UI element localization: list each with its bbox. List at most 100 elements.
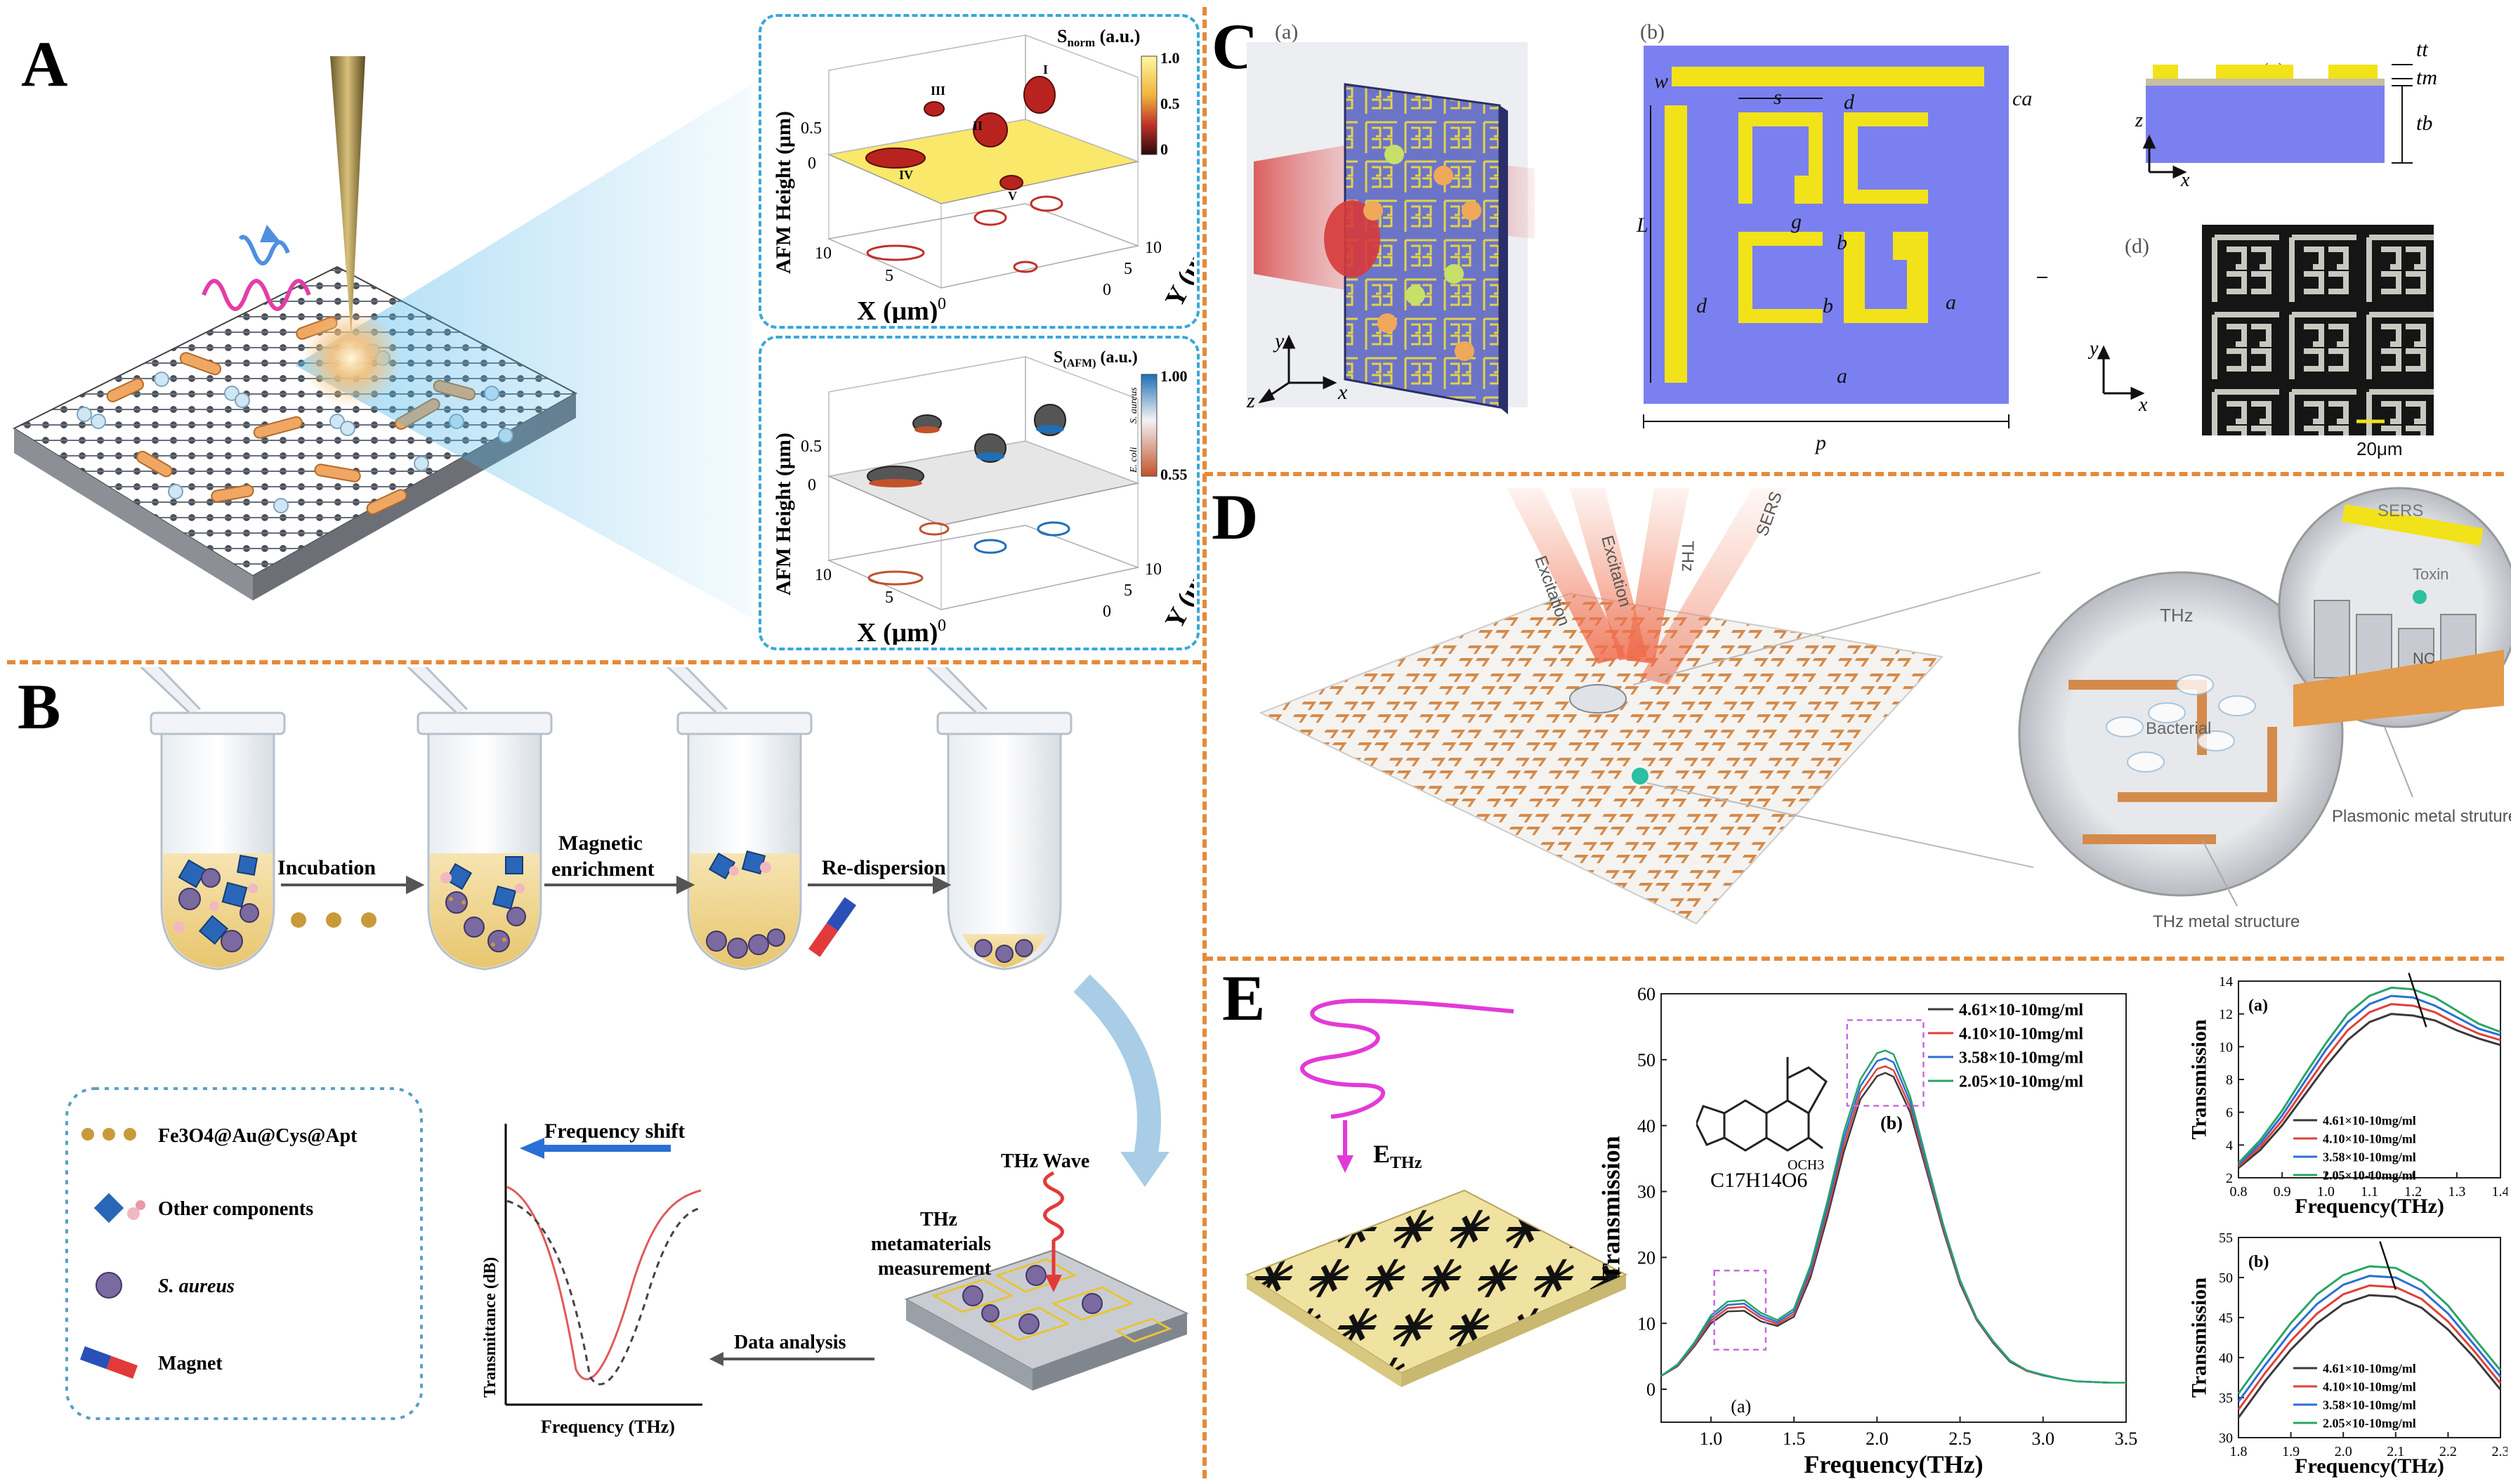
c-dim-g: g [1791,210,1802,233]
panel-label-e: E [1222,962,1266,1034]
E-main-ylabel: Transmission [1598,1136,1625,1280]
E-inset-b-ylabel: Transmission [2188,1278,2211,1398]
tube-4 [912,667,1073,971]
divider-left-right [1202,7,1207,1478]
E-inset-b-ytick-label: 40 [2219,1351,2233,1366]
E-inset-a-ylabel: Transmission [2188,1019,2211,1139]
metamaterial-chip [904,1249,1189,1391]
E-inset-b-legend-label-4: 2.05×10-10mg/ml [2323,1416,2416,1430]
cb-top-unit: (a.u.) [1095,26,1140,46]
E-inset-a-legend-label-4: 2.05×10-10mg/ml [2323,1168,2416,1182]
tube-3 [652,667,857,971]
a-bot-xlabel: X (μm) [857,618,938,645]
tube-2 [392,667,553,971]
E-inset-a-xtick-label: 1.1 [2361,1184,2378,1200]
a-bot-ytick-1: 10 [1145,560,1162,579]
metasurface-sheet [1259,592,1943,925]
cb-top-tick-3: 0 [1160,140,1168,158]
c-dim-d2: d [1696,294,1707,317]
c-dim-L: L [1636,214,1648,237]
thz-wave-magenta [202,279,311,311]
bacterium-d [1569,684,1627,714]
c-axis-c-z: z [2135,110,2143,131]
colorbar-top [1141,55,1158,155]
E-inset-b-ytick-label: 35 [2219,1391,2233,1406]
field-sub: THz [1390,1154,1422,1172]
a-top-xlabel: X (μm) [857,296,938,323]
E-main-ytick-label: 40 [1637,1116,1656,1136]
E-inset-b-xlabel: Frequency(THz) [2295,1455,2444,1478]
E-main-ytick-label: 10 [1637,1313,1656,1334]
E-inset-a-legend-label-2: 4.10×10-10mg/ml [2323,1131,2416,1145]
circle-thz-inner: Bacterial [2146,719,2211,738]
a-top-plot: I II III IV V Snorm (a.u.) 1.0 0.5 0 AFM… [772,26,1194,323]
E-main-ytick-label: 20 [1637,1247,1656,1268]
a-top-ztick-1: 0.5 [801,119,822,138]
E-inset-b-legend-label-2: 4.10×10-10mg/ml [2323,1379,2416,1393]
E-inset-a-ytick-label: 4 [2226,1138,2233,1153]
E-main-xtick-label: 1.0 [1700,1429,1723,1449]
e-inset-a-arrow [2408,973,2427,1027]
och3-label: OCH3 [1788,1157,1824,1173]
circle-thz-title: THz [2160,605,2194,626]
E-main-xtick-label: 1.5 [1783,1429,1806,1449]
c-dim-p: p [1814,431,1826,454]
c-dim-d1: d [1844,91,1855,114]
legend-box [65,1087,423,1420]
c-sub-d: (d) [2125,235,2149,258]
circle-sers-title: SERS [2378,501,2423,520]
thz-meta-3: measurement [878,1258,992,1280]
cb-top-title: S [1057,26,1067,46]
zoom-circle-thz [2018,571,2344,897]
cb-bot-side-top: S. aureus [1129,387,1139,423]
a-top-xtick-1: 10 [815,244,832,263]
legend-item-2: Other components [158,1198,313,1220]
panel-b: Incubation Magnetic enrichment Re-disper… [0,667,1201,1482]
a-bot-ylabel: Y (μm) [1160,549,1194,633]
label-plasmonic: Plasmonic metal struture [2332,807,2511,826]
cb-bot-tick-2: 0.55 [1160,466,1188,483]
zoom-projection [295,84,752,618]
c-dim-b1: b [1837,231,1847,254]
cb-top-tick-2: 0.5 [1160,95,1180,112]
E-main-ytick-label: 0 [1646,1379,1656,1400]
E-inset-b-ytick-label: 45 [2219,1311,2233,1326]
E-inset-b-xtick-label: 2.2 [2439,1444,2457,1459]
c-dim-a1: a [1946,291,1956,314]
E-inset-b-legend-label-1: 4.61×10-10mg/ml [2323,1361,2416,1375]
E-main-legend-label-4: 2.05×10-10mg/ml [1959,1072,2083,1091]
a-bottom-plot: S(AFM) (a.u.) 1.00 0.55 S. aureus E. col… [772,348,1194,645]
field-label: E [1373,1140,1390,1168]
divider-ab [7,660,1201,664]
E-inset-a-series-1 [2238,1013,2501,1169]
panel-d: Excitation Excitation THz SERS THz Bacte… [1205,474,2511,955]
E-inset-b-xtick-label: 1.8 [2230,1444,2248,1459]
e-inset-a-annot: (a) [2248,997,2268,1015]
E-inset-a-xtick-label: 1.2 [2404,1184,2422,1200]
E-main-ytick-label: 50 [1637,1050,1656,1070]
a-top-zlabel: AFM Height (μm) [772,111,795,274]
E-main-legend-label-1: 4.61×10-10mg/ml [1959,1001,2083,1019]
E-main-xtick-label: 3.5 [2115,1429,2138,1449]
peak-label-iii: III [931,84,945,98]
E-inset-b-legend-label-3: 3.58×10-10mg/ml [2323,1398,2416,1412]
mini-plot-ylabel: Transmittance (dB) [481,1257,499,1398]
panel-b-illustration: Incubation Magnetic enrichment Re-disper… [65,667,1189,1437]
E-inset-b-ytick-label: 55 [2219,1230,2233,1246]
a-bot-xtick-1: 10 [815,566,832,584]
a-top-ylabel: Y (μm) [1160,228,1194,312]
panel-c: (a) y x z (b) [1205,0,2511,469]
E-inset-a-series-4 [2237,986,2501,1164]
circle-sers-nc: NC [2413,650,2435,667]
E-inset-b-ytick-label: 50 [2219,1270,2233,1286]
cross-section [2146,65,2385,163]
panel-a: I II III IV V Snorm (a.u.) 1.0 0.5 0 AFM… [0,0,1201,657]
c-layer-tt: tt [2416,38,2428,61]
e-main-annot-b: (b) [1880,1112,1903,1133]
a-top-xtick-2: 5 [885,267,893,285]
e-inset-b-arrow [2379,1241,2397,1290]
a-bot-ytick-3: 0 [1103,603,1111,621]
panel-d-illustration: Excitation Excitation THz SERS THz Bacte… [1259,487,2511,931]
